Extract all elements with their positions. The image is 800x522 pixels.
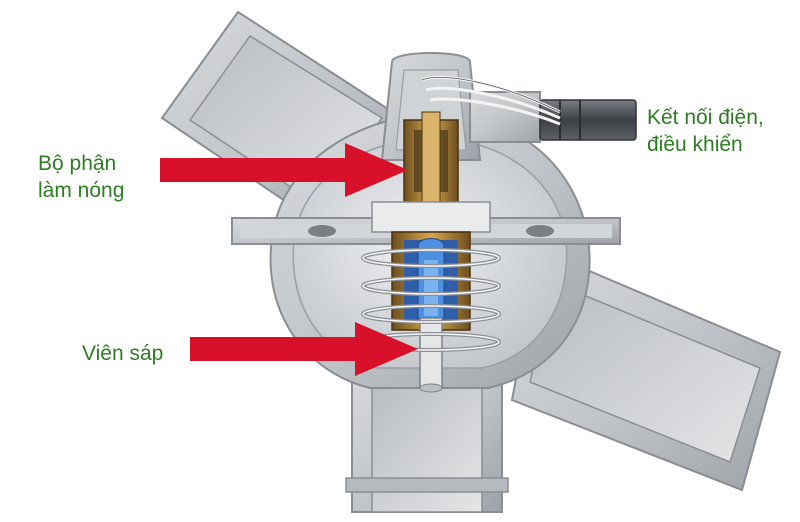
red-arrow-icon — [160, 143, 408, 197]
electrical-connection-label-line-2: điều khiển — [647, 133, 743, 156]
electrical-connector — [421, 75, 637, 143]
wax-pellet-label-text: Viên sáp — [82, 342, 164, 365]
spring-highlight — [362, 249, 500, 351]
heating-element-label: Bộ phận làm nóng — [38, 150, 124, 204]
heating-element — [403, 111, 459, 203]
heating-element-label-line-1: Bộ phận — [38, 152, 117, 175]
electrical-connection-label-line-1: Kết nối điện, — [647, 106, 764, 129]
heating-element-label-line-2: làm nóng — [38, 179, 125, 202]
red-arrow-icon — [190, 322, 418, 376]
valve-disc — [371, 201, 491, 233]
electrical-connection-label: Kết nối điện, điều khiển — [647, 104, 764, 158]
bottom-pipe — [345, 371, 509, 513]
wax-pellet-label: Viên sáp — [82, 340, 163, 367]
